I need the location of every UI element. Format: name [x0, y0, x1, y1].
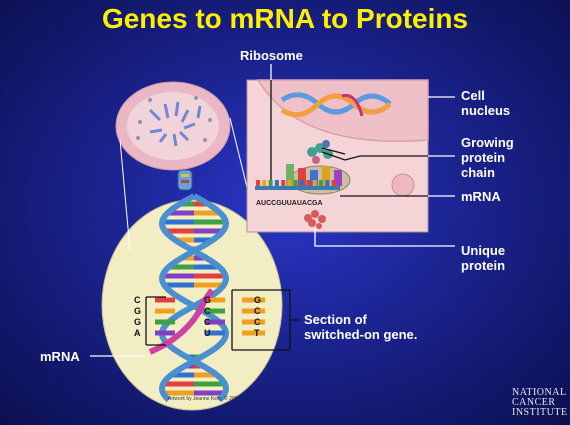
- ribosome-label: Ribosome: [240, 48, 303, 63]
- gene-section-label: Section of switched-on gene.: [304, 312, 418, 342]
- mrna-base: [268, 180, 273, 186]
- slide-title: Genes to mRNA to Proteins: [101, 3, 469, 34]
- mrna-sequence: AUCCGUUAUACGA: [256, 200, 323, 207]
- dna-middle-base: U: [204, 328, 211, 338]
- dna-right-base: T: [254, 328, 260, 338]
- mrna-base: [331, 180, 336, 186]
- ribosome-panel: AUCCGUUAUACGA: [246, 79, 429, 233]
- dna-middle-base: G: [204, 295, 211, 305]
- dna-right-base: G: [254, 295, 261, 305]
- cell-nucleus-label: Cell nucleus: [461, 88, 511, 118]
- artwork-credit: Artwork by Jeanne Kelly. © 2004.: [168, 396, 242, 402]
- mrna-base: [256, 180, 260, 186]
- mrna-base: [274, 180, 279, 186]
- nucleus-thumbnail: [115, 81, 231, 171]
- dna-left-base: G: [134, 306, 141, 316]
- dna-left-base: A: [134, 328, 141, 338]
- gene-section-brackets: [145, 289, 300, 351]
- chromosome: [177, 169, 193, 191]
- mrna-base: [293, 180, 298, 186]
- unique-protein-label: Unique protein: [461, 243, 506, 273]
- mrna-right-label: mRNA: [461, 189, 501, 204]
- dna-middle-base: C: [204, 306, 211, 316]
- mrna-strand: [148, 288, 215, 355]
- mrna-base: [300, 180, 305, 186]
- dna-right-base: C: [254, 317, 261, 327]
- growing-protein-chain-label: Growing protein chain: [461, 135, 514, 180]
- dna-left-base: C: [134, 295, 141, 305]
- dna-right-base: C: [254, 306, 261, 316]
- mrna-base: [319, 180, 323, 186]
- dna-left-base: G: [134, 317, 141, 327]
- dna-backbone: [158, 193, 230, 403]
- unique-protein-cluster: [304, 210, 326, 229]
- mrna-base: [281, 180, 286, 186]
- mrna-base: [287, 180, 292, 186]
- dna-middle-base: C: [204, 317, 211, 327]
- mrna-base: [306, 180, 311, 186]
- mrna-base: [312, 180, 317, 186]
- mrna-base: [325, 180, 330, 186]
- mrna-base: [262, 180, 267, 186]
- mrna-left-label: mRNA: [40, 349, 80, 364]
